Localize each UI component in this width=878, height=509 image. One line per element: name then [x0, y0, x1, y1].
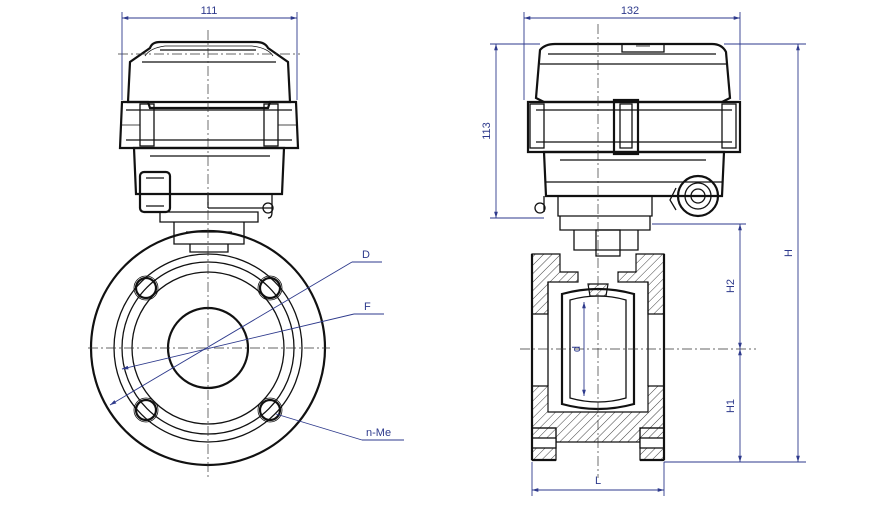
dim-h1: H1	[725, 349, 742, 462]
leader-bolts: n-Me	[275, 413, 404, 441]
dim-l: L	[531, 462, 665, 496]
dim-111-label: 111	[201, 5, 218, 17]
leader-d-label: D	[362, 249, 370, 261]
leader-bolts-label: n-Me	[366, 427, 391, 439]
dim-h2: H2	[652, 223, 746, 349]
dim-132: 132	[523, 5, 741, 100]
dim-bore: d	[571, 302, 586, 396]
dim-132-label: 132	[621, 5, 639, 17]
right-centerlines	[520, 24, 756, 478]
left-view: 111 D F n-Me	[88, 5, 404, 478]
left-actuator	[118, 40, 300, 253]
leader-f-label: F	[364, 301, 371, 313]
dim-h2-label: H2	[725, 279, 737, 293]
dim-l-label: L	[595, 475, 601, 487]
right-actuator	[526, 42, 742, 257]
right-valve-body	[530, 253, 666, 462]
dim-h-label: H	[783, 249, 795, 257]
dim-113: 113	[481, 43, 544, 219]
leader-d: D	[109, 249, 382, 406]
dim-h: H	[664, 43, 806, 463]
leader-f: F	[121, 301, 384, 370]
dim-h1-label: H1	[725, 399, 737, 413]
dim-111: 111	[121, 5, 298, 100]
bolt-holes	[133, 275, 283, 423]
dim-bore-label: d	[571, 346, 583, 352]
right-view: 132 113 H H2 H1 d	[481, 5, 806, 496]
dim-113-label: 113	[481, 122, 493, 140]
